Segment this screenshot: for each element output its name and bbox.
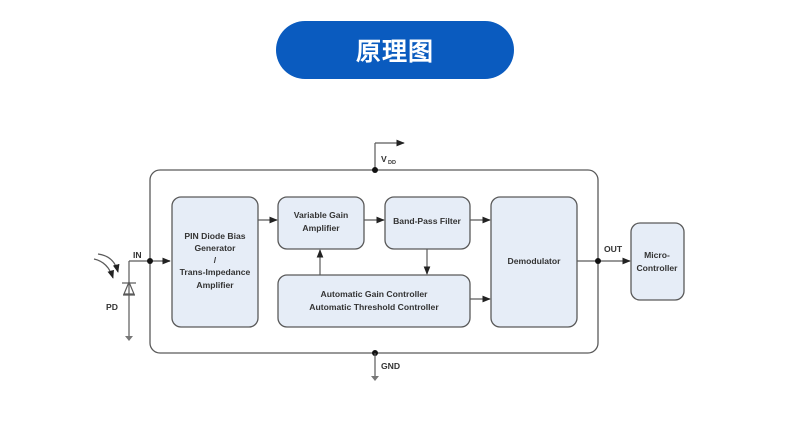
vdd-pin: V DD xyxy=(372,139,405,173)
photodiode-icon xyxy=(123,280,135,296)
light-ray-icon xyxy=(93,258,114,279)
svg-text:/: / xyxy=(214,255,217,265)
svg-text:Micro-: Micro- xyxy=(644,250,670,260)
block-band-pass-filter: Band-Pass Filter xyxy=(384,196,471,250)
pd-label: PD xyxy=(106,302,118,312)
svg-text:PIN Diode Bias: PIN Diode Bias xyxy=(184,231,245,241)
svg-text:Amplifier: Amplifier xyxy=(302,223,340,233)
block-variable-gain-amplifier: Variable Gain Amplifier xyxy=(277,196,365,250)
ground-icon xyxy=(371,376,379,381)
vdd-label: V xyxy=(381,154,387,164)
light-ray-icon xyxy=(97,253,120,273)
gnd-pin: GND xyxy=(371,350,400,381)
block-pin-diode-tia: PIN Diode Bias Generator / Trans-Impedan… xyxy=(171,196,259,328)
title-text: 原理图 xyxy=(355,37,434,66)
svg-text:Variable Gain: Variable Gain xyxy=(294,210,348,220)
out-label: OUT xyxy=(604,244,623,254)
block-demodulator: Demodulator xyxy=(490,196,578,328)
vdd-subscript: DD xyxy=(388,160,396,166)
svg-text:Controller: Controller xyxy=(636,263,678,273)
block-micro-controller: Micro- Controller xyxy=(630,222,685,301)
svg-text:Automatic Threshold Controller: Automatic Threshold Controller xyxy=(309,302,439,312)
in-label: IN xyxy=(133,250,142,260)
input-photodiode: IN PD xyxy=(93,250,171,341)
gnd-label: GND xyxy=(381,361,400,371)
svg-text:Amplifier: Amplifier xyxy=(196,280,234,290)
svg-text:Automatic Gain Controller: Automatic Gain Controller xyxy=(321,289,429,299)
svg-text:Trans-Impedance: Trans-Impedance xyxy=(180,267,251,277)
svg-text:Band-Pass Filter: Band-Pass Filter xyxy=(393,216,461,226)
output-pin: OUT xyxy=(577,244,631,265)
svg-text:Demodulator: Demodulator xyxy=(508,256,562,266)
svg-text:Generator: Generator xyxy=(194,243,236,253)
title-banner: 原理图 xyxy=(276,21,514,79)
ground-icon xyxy=(125,336,133,341)
block-agc-atc: Automatic Gain Controller Automatic Thre… xyxy=(277,274,471,328)
